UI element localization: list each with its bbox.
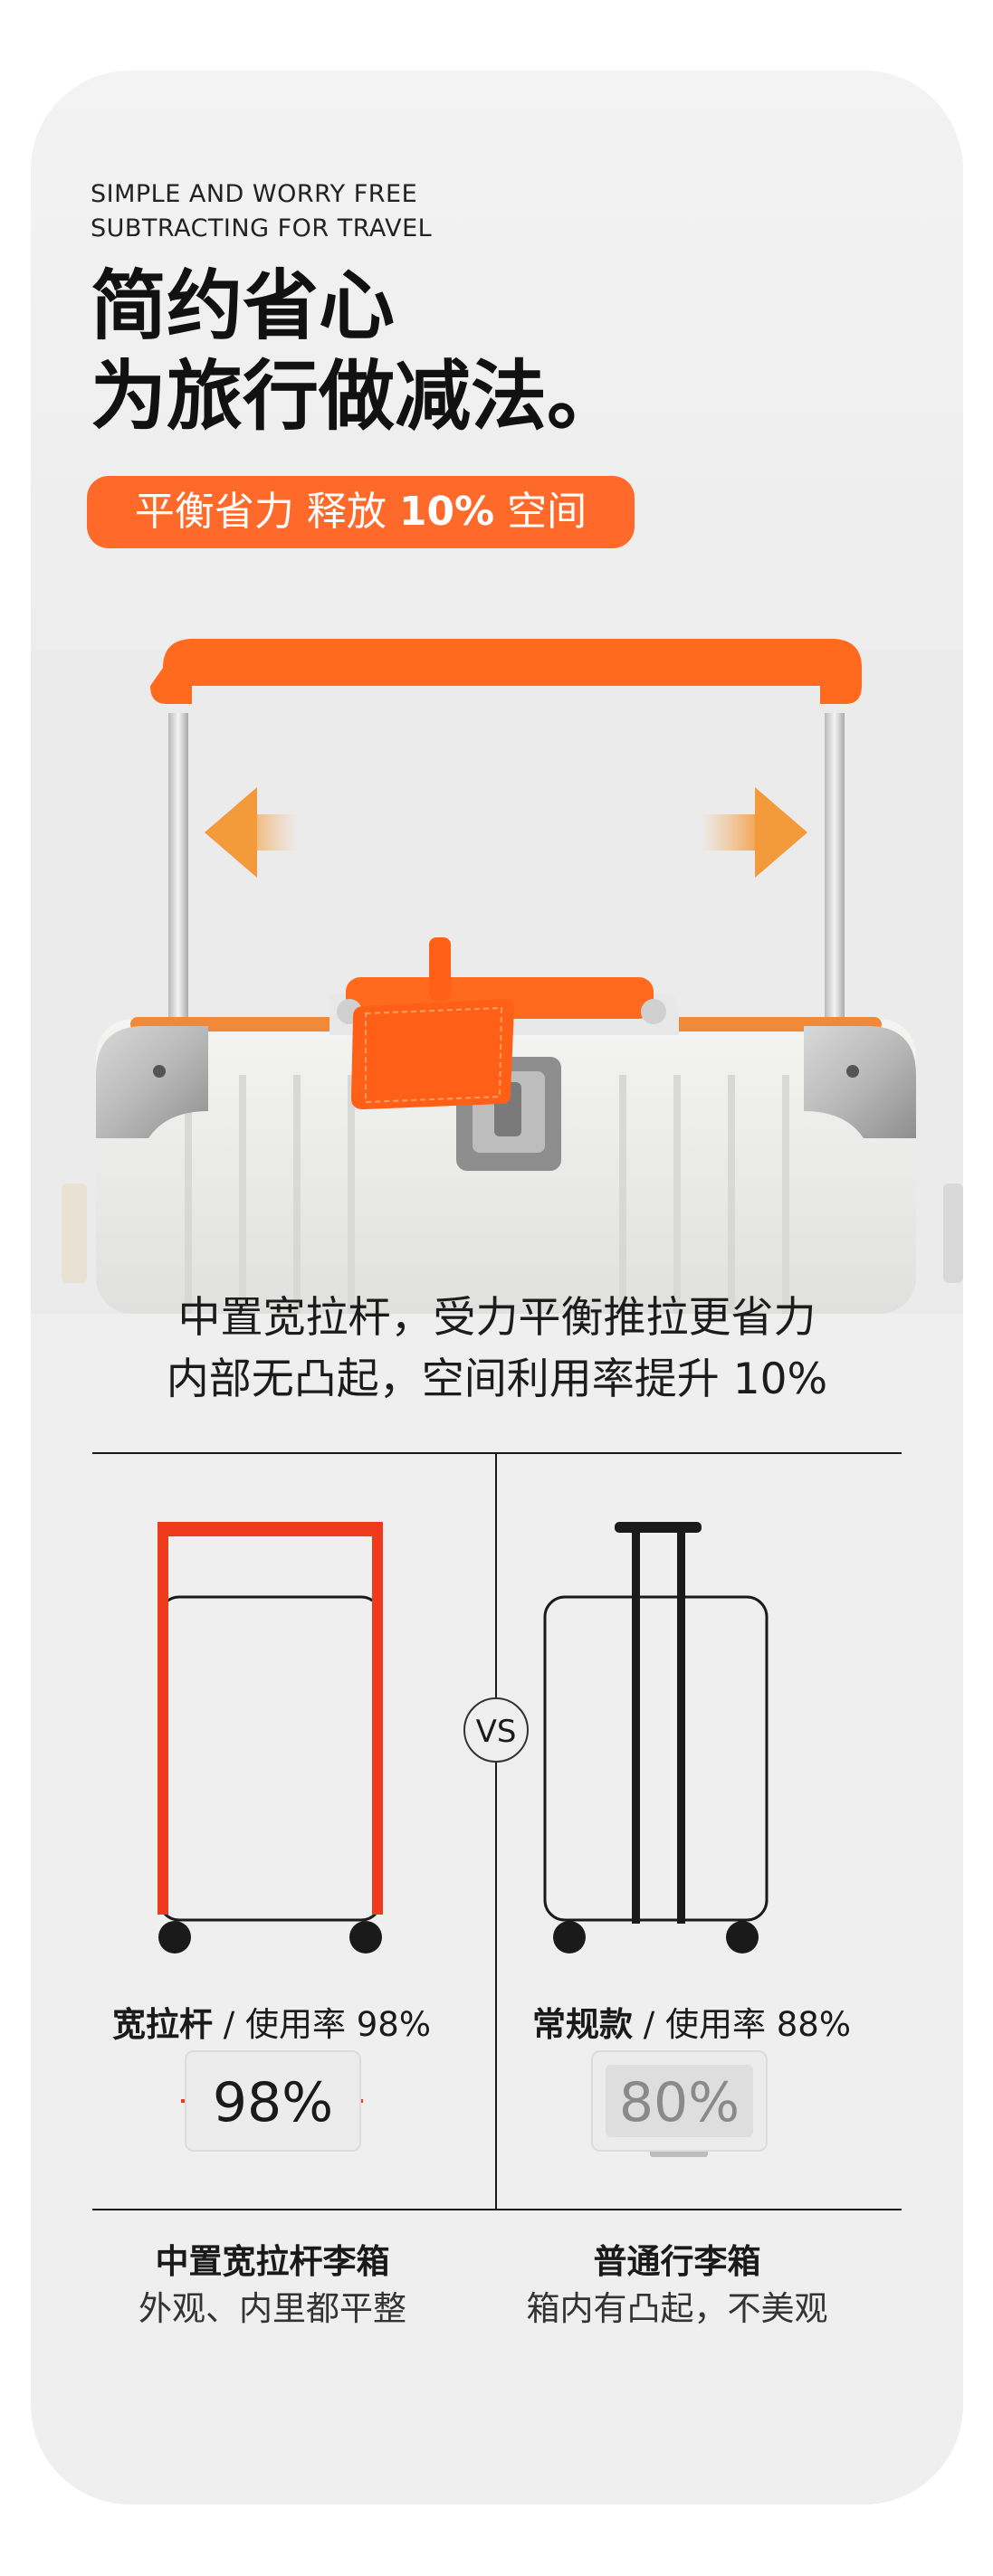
trolley-pole-left	[168, 713, 188, 1066]
right-footer-subtitle: 箱内有凸起，不美观	[526, 2289, 828, 2328]
pill-suffix: 空间	[494, 489, 587, 535]
headline-line1: 简约省心	[91, 261, 396, 350]
page-title: 简约省心 为旅行做减法。	[91, 261, 623, 442]
left-footer: 中置宽拉杆李箱 外观、内里都平整	[73, 2239, 472, 2333]
luggage-standard-icon	[543, 1522, 769, 1953]
trolley-pole-right	[825, 713, 845, 1066]
right-gauge-fill	[606, 2065, 753, 2137]
right-label-bold: 常规款	[532, 2005, 633, 2044]
left-gauge-value: 98%	[212, 2071, 334, 2134]
right-gauge-value: 80%	[618, 2071, 740, 2134]
arrow-right-icon	[701, 787, 807, 878]
headline-line2: 为旅行做减法。	[91, 352, 624, 441]
english-tagline-line1: SIMPLE AND WORRY FREE	[91, 180, 418, 208]
right-footer-title: 普通行李箱	[593, 2242, 761, 2281]
english-tagline-line2: SUBTRACTING FOR TRAVEL	[91, 214, 433, 242]
comparison-diagram: VS	[92, 1452, 902, 2210]
left-label-bold: 宽拉杆	[112, 2005, 213, 2044]
arrow-left-icon	[205, 787, 298, 878]
pill-value: 10%	[398, 489, 495, 535]
highlight-pill: 平衡省力 释放 10% 空间	[87, 476, 635, 548]
left-footer-title: 中置宽拉杆李箱	[155, 2242, 390, 2281]
vs-badge-icon: VS	[463, 1697, 529, 1763]
right-usage-gauge: 80%	[591, 2050, 768, 2152]
product-card: SIMPLE AND WORRY FREE SUBTRACTING FOR TR…	[31, 71, 963, 2505]
vs-label: VS	[476, 1714, 517, 1750]
right-usage-label: 常规款 / 使用率 88%	[529, 2003, 855, 2047]
pill-prefix: 平衡省力 释放	[134, 489, 399, 535]
feature-description: 中置宽拉杆，受力平衡推拉更省力 内部无凸起，空间利用率提升 10%	[31, 1288, 963, 1411]
left-label-rest: / 使用率 98%	[213, 2005, 431, 2044]
description-line1: 中置宽拉杆，受力平衡推拉更省力	[177, 1293, 816, 1343]
left-footer-subtitle: 外观、内里都平整	[138, 2289, 406, 2328]
left-usage-label: 宽拉杆 / 使用率 98%	[112, 2003, 431, 2047]
left-usage-gauge: 98%	[185, 2050, 361, 2152]
description-line2: 内部无凸起，空间利用率提升 10%	[166, 1355, 828, 1404]
right-footer: 普通行李箱 箱内有凸起，不美观	[478, 2239, 876, 2333]
luggage-wide-handle-icon	[158, 1522, 383, 1953]
hero-luggage-illustration	[31, 639, 963, 1314]
english-tagline: SIMPLE AND WORRY FREE SUBTRACTING FOR TR…	[91, 177, 432, 246]
right-label-rest: / 使用率 88%	[633, 2005, 851, 2044]
luggage-tag	[351, 999, 514, 1109]
